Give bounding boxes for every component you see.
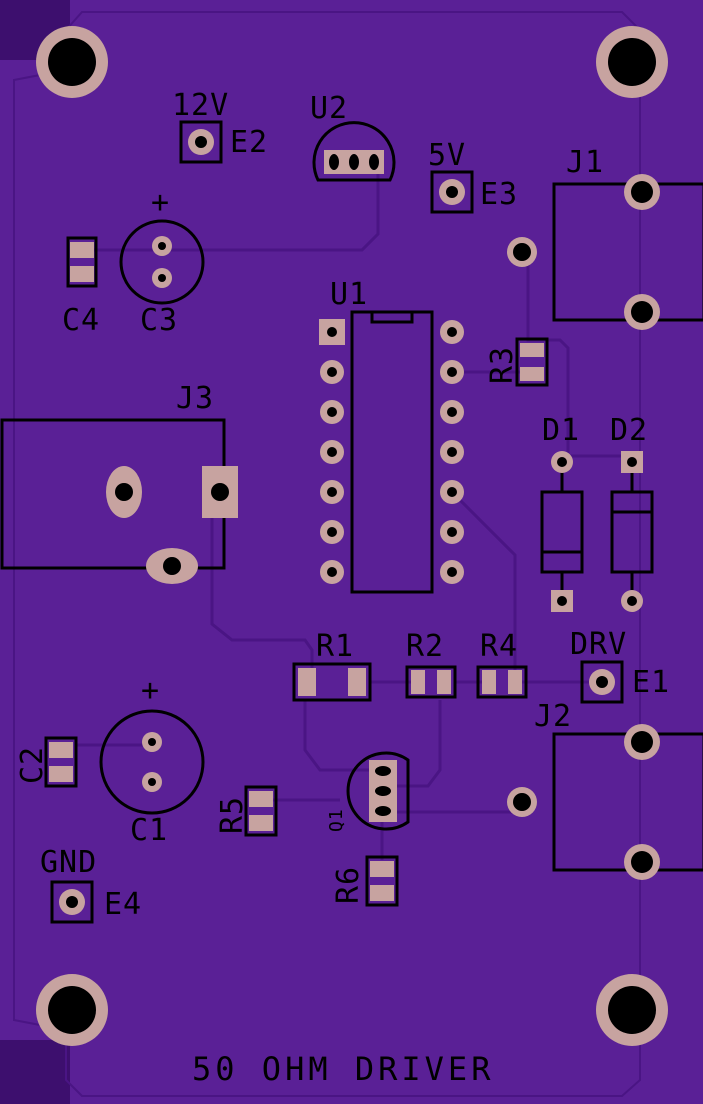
label-j3: J3 xyxy=(176,381,214,416)
label-r4: R4 xyxy=(480,629,518,664)
label-e4-ref: E4 xyxy=(104,887,142,922)
label-r3: R3 xyxy=(485,346,520,384)
diode-d1 xyxy=(540,451,584,612)
capacitor-c3 xyxy=(119,219,205,305)
resistor-r1 xyxy=(292,662,372,702)
label-c1: C1 xyxy=(130,813,168,848)
label-e4-net: GND xyxy=(40,845,97,880)
label-r1: R1 xyxy=(316,629,354,664)
resistor-r5 xyxy=(244,785,278,837)
label-q1: Q1 xyxy=(326,808,347,832)
label-r6: R6 xyxy=(331,866,366,904)
resistor-r6 xyxy=(365,855,399,907)
transistor-q1 xyxy=(346,751,410,831)
resistor-r4 xyxy=(476,665,528,699)
connector-j2 xyxy=(507,724,703,880)
label-r5: R5 xyxy=(215,796,250,834)
mounting-holes xyxy=(36,26,668,1046)
label-e2-net: 12V xyxy=(172,88,229,123)
label-d1: D1 xyxy=(542,413,580,448)
test-point-e4 xyxy=(50,880,94,924)
label-c2: C2 xyxy=(15,746,50,784)
label-e1-net: DRV xyxy=(570,627,627,662)
board-edge-right xyxy=(632,0,703,1104)
capacitor-c1 xyxy=(99,709,205,815)
label-e2-ref: E2 xyxy=(230,125,268,160)
test-point-e3 xyxy=(430,170,474,214)
label-j2: J2 xyxy=(534,699,572,734)
label-e3-net: 5V xyxy=(428,138,466,173)
test-point-e1 xyxy=(580,660,624,704)
label-r2: R2 xyxy=(406,629,444,664)
connector-j3 xyxy=(0,418,238,584)
label-u2: U2 xyxy=(310,91,348,126)
capacitor-c2 xyxy=(44,736,78,788)
board-title: 50 OHM DRIVER xyxy=(192,1050,494,1088)
resistor-r2 xyxy=(405,665,457,699)
label-c1-plus: + xyxy=(141,673,160,708)
label-j1: J1 xyxy=(566,145,604,180)
regulator-u2 xyxy=(312,121,396,182)
label-u1: U1 xyxy=(330,277,368,312)
ic-u1 xyxy=(319,310,464,594)
label-c3-plus: + xyxy=(151,185,170,220)
label-e3-ref: E3 xyxy=(480,177,518,212)
connector-j1 xyxy=(507,174,703,330)
label-c3: C3 xyxy=(140,303,178,338)
resistor-r3 xyxy=(515,337,549,387)
capacitor-c4 xyxy=(66,236,98,288)
label-d2: D2 xyxy=(610,413,648,448)
diode-d2 xyxy=(610,451,654,612)
label-c4: C4 xyxy=(62,303,100,338)
label-e1-ref: E1 xyxy=(632,665,670,700)
test-point-e2 xyxy=(179,120,223,164)
